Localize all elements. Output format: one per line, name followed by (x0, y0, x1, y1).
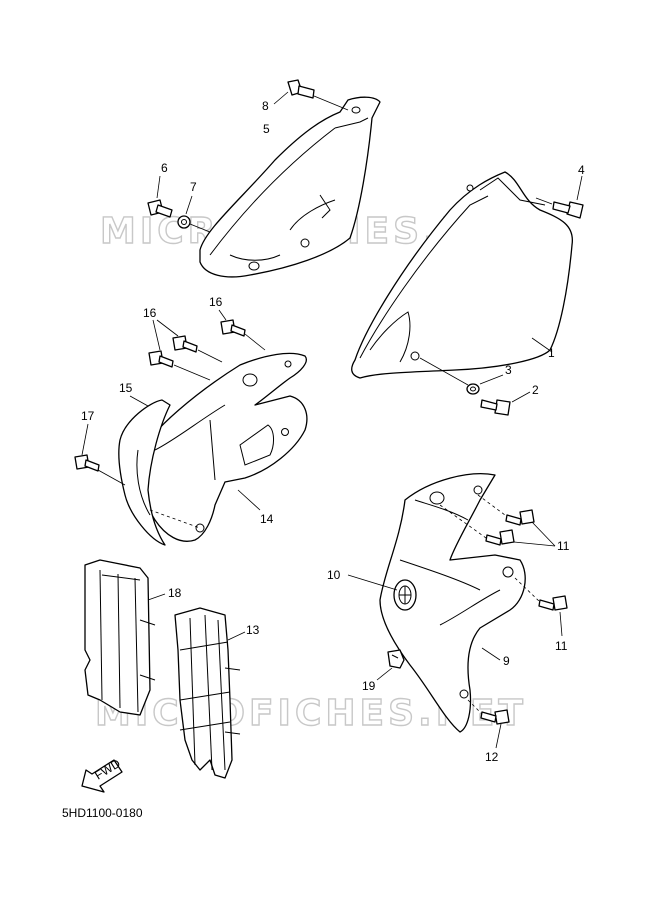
part-15-shroud-inner (118, 399, 171, 546)
callout-15: 15 (119, 381, 133, 395)
part-17-bolt (74, 454, 100, 472)
part-8-bolt (287, 79, 315, 99)
part-2-bolt (480, 399, 511, 416)
callout-17: 17 (81, 409, 95, 423)
callout-5: 5 (263, 122, 270, 136)
part-6-bolt (147, 199, 173, 218)
part-9-lower-shroud (379, 473, 526, 733)
part-11-bolt-b (485, 529, 515, 546)
part-3-collar (466, 383, 480, 395)
fwd-arrow-icon: FWD (81, 756, 123, 793)
part-18-louver (84, 559, 156, 716)
callout-2: 2 (532, 383, 539, 397)
part-11-bolt-c (538, 595, 568, 611)
callout-11a: 11 (557, 539, 570, 553)
callout-8: 8 (262, 99, 269, 113)
part-1-side-cover (351, 171, 573, 379)
part-7-collar (177, 215, 191, 229)
callout-3: 3 (505, 363, 512, 377)
part-16-bolt-lower (148, 350, 174, 368)
callout-11b: 11 (555, 639, 568, 653)
part-5-side-cover-upper (199, 96, 381, 278)
part-10-emblem (393, 579, 417, 611)
callout-19: 19 (362, 679, 376, 693)
part-16-bolt-middle (172, 335, 198, 353)
part-11-bolt-a (505, 509, 535, 526)
callout-12: 12 (485, 750, 499, 764)
part-12-bolt (480, 709, 510, 725)
part-13-louver-grille (174, 607, 241, 779)
callout-16b: 16 (143, 306, 157, 320)
part-14-shroud (139, 352, 308, 542)
part-16-bolt-upper (220, 319, 246, 337)
diagram-code: 5HD1100-0180 (62, 806, 143, 820)
callout-14: 14 (260, 512, 274, 526)
part-4-bolt (552, 201, 584, 219)
part-19-clip (387, 649, 405, 669)
callout-4: 4 (578, 163, 585, 177)
callout-7: 7 (190, 180, 197, 194)
callout-10: 10 (327, 568, 341, 582)
callout-18: 18 (168, 586, 182, 600)
callout-1: 1 (548, 346, 555, 360)
callout-13: 13 (246, 623, 260, 637)
callout-9: 9 (503, 654, 510, 668)
callout-16a: 16 (209, 295, 223, 309)
callout-6: 6 (161, 161, 168, 175)
